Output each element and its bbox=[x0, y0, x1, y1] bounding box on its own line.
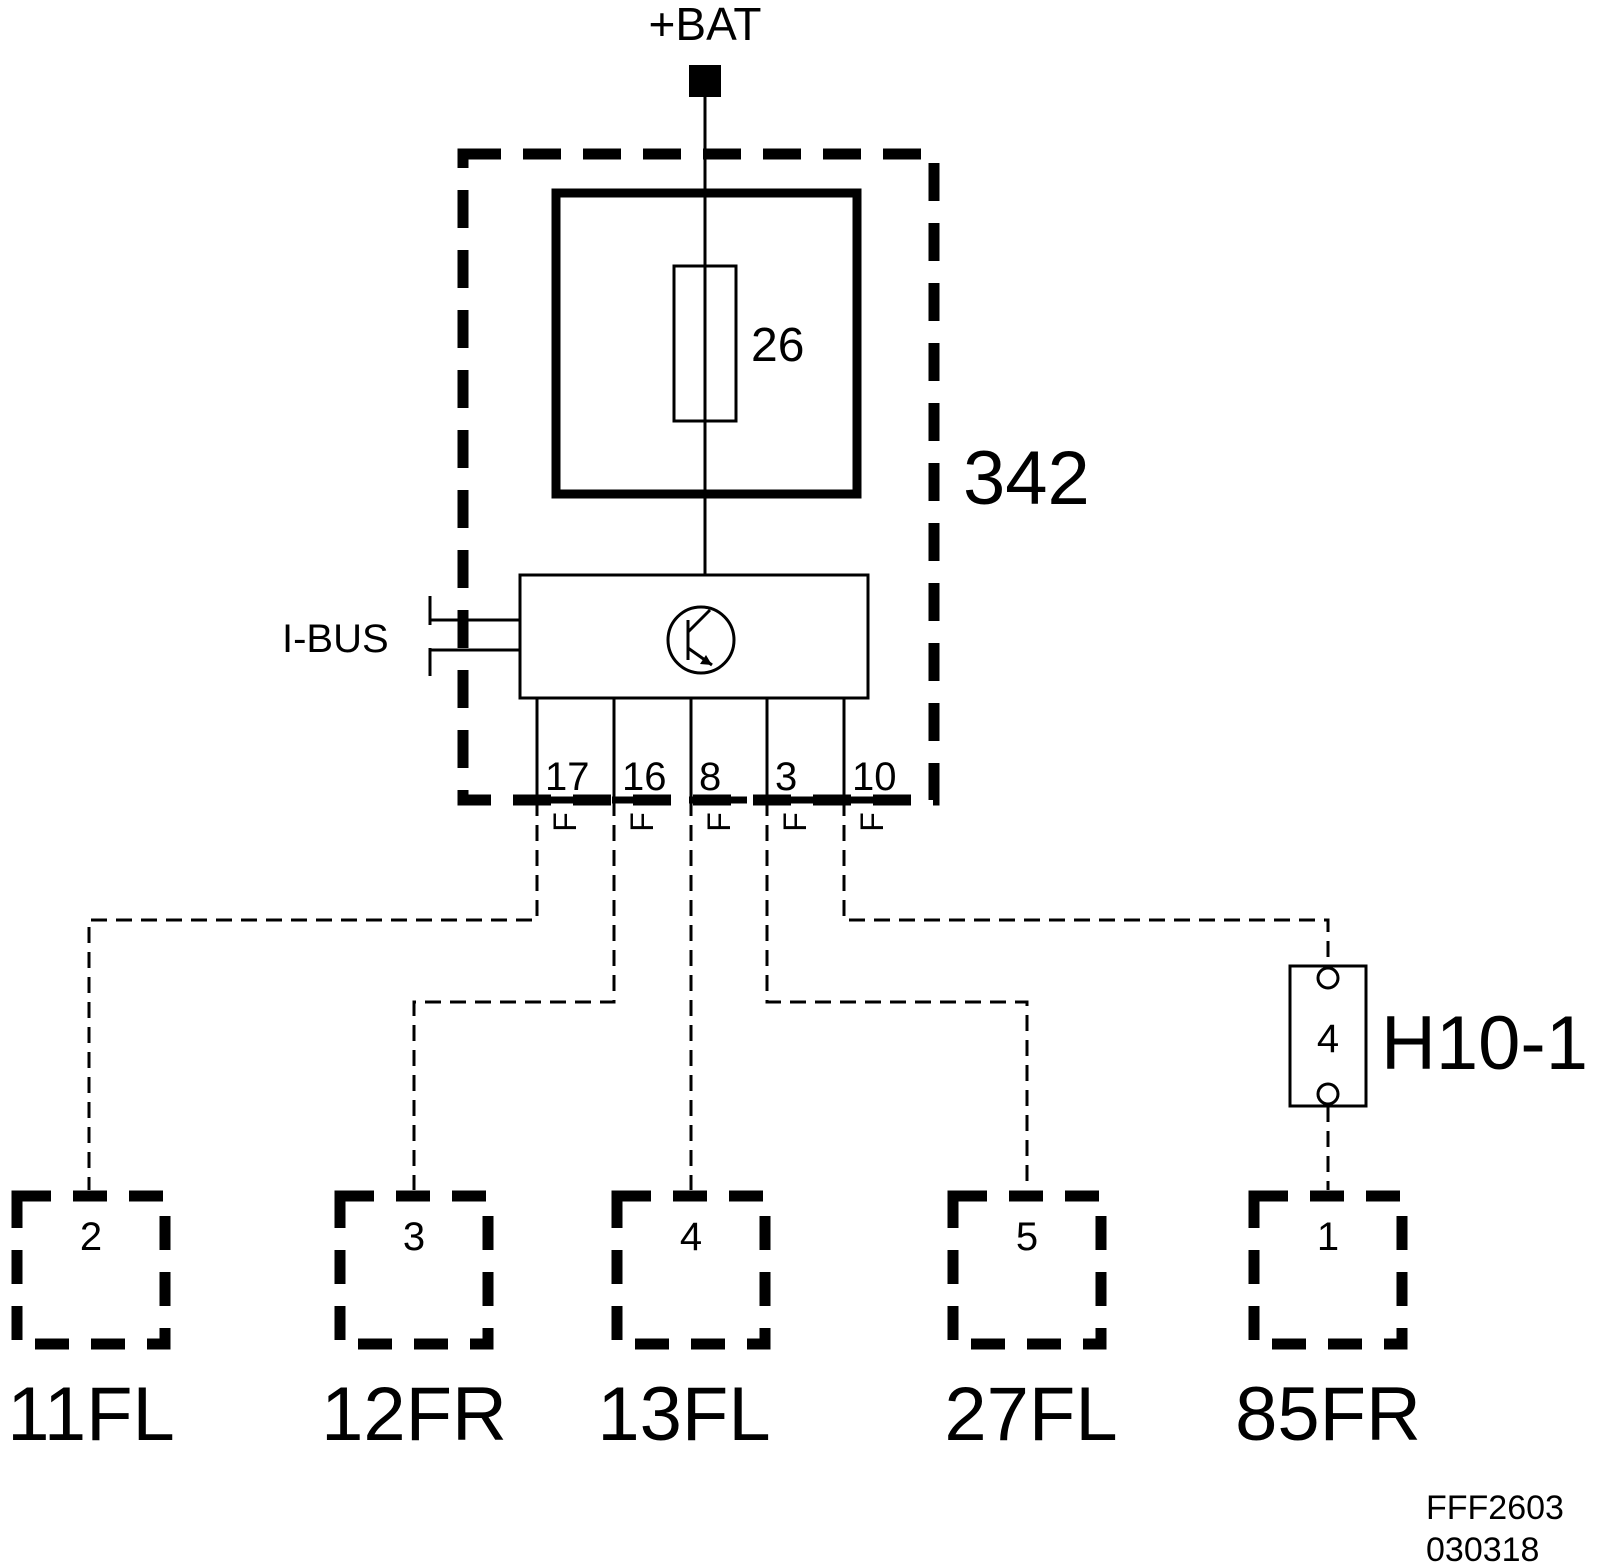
load-pin: 1 bbox=[1317, 1215, 1339, 1259]
load-27fl: 5 27FL bbox=[944, 1190, 1118, 1457]
pin-number: 10 bbox=[852, 755, 897, 799]
load-12fr: 3 12FR bbox=[321, 1190, 507, 1457]
load-boundary bbox=[1248, 1190, 1408, 1350]
load-boundary bbox=[11, 1190, 171, 1350]
load-pin: 3 bbox=[403, 1215, 425, 1259]
connector-pin: 4 bbox=[1317, 1017, 1339, 1061]
pin-number: 17 bbox=[545, 755, 590, 799]
control-unit-id: 342 bbox=[963, 436, 1090, 521]
load-85fr: 1 85FR bbox=[1235, 1190, 1421, 1457]
load-boundary bbox=[611, 1190, 771, 1350]
load-boundary bbox=[334, 1190, 494, 1350]
load-label: 12FR bbox=[321, 1372, 507, 1457]
wire-code: F bbox=[854, 812, 890, 832]
bus-connection bbox=[428, 596, 520, 676]
wire-to-h10-1 bbox=[842, 800, 1330, 968]
load-11fl: 2 11FL bbox=[7, 1190, 175, 1457]
drawing-code: FFF2603 bbox=[1426, 1489, 1564, 1527]
wire-code: F bbox=[547, 812, 583, 832]
load-pin: 2 bbox=[80, 1215, 102, 1259]
connector-terminal bbox=[1316, 966, 1340, 990]
wire-to-11fl bbox=[87, 800, 539, 1190]
bus-label: I-BUS bbox=[282, 617, 389, 661]
load-13fl: 4 13FL bbox=[597, 1190, 771, 1457]
load-boundary bbox=[947, 1190, 1107, 1350]
wire-code: F bbox=[624, 812, 660, 832]
control-unit-boundary bbox=[457, 148, 940, 806]
wire-code: F bbox=[777, 812, 813, 832]
supply-terminal bbox=[689, 65, 721, 97]
connector-terminal bbox=[1316, 1082, 1340, 1106]
transistor-symbol bbox=[666, 605, 736, 675]
fuse-number: 26 bbox=[751, 319, 804, 372]
wire-routes bbox=[87, 800, 1330, 1190]
connector-id: H10-1 bbox=[1381, 1001, 1588, 1086]
drawing-date: 030318 bbox=[1426, 1531, 1539, 1568]
output-pin: 8 F bbox=[689, 698, 747, 832]
fuse-box bbox=[551, 188, 862, 499]
load-label: 11FL bbox=[7, 1372, 175, 1457]
output-pin: 16 F bbox=[612, 698, 670, 832]
pin-number: 16 bbox=[622, 755, 667, 799]
load-label: 27FL bbox=[944, 1372, 1117, 1457]
load-pin: 5 bbox=[1016, 1215, 1038, 1259]
pin-number: 8 bbox=[699, 755, 721, 799]
output-pin: 10 F bbox=[842, 698, 900, 832]
pin-number: 3 bbox=[775, 755, 797, 799]
transistor-module bbox=[518, 573, 870, 700]
wire-to-27fl bbox=[765, 800, 1029, 1190]
output-pin: 17 F bbox=[535, 698, 593, 832]
supply-label: +BAT bbox=[649, 0, 762, 50]
load-pin: 4 bbox=[680, 1215, 702, 1259]
wire-to-12fr bbox=[412, 800, 616, 1190]
load-label: 13FL bbox=[597, 1372, 770, 1457]
load-label: 85FR bbox=[1235, 1372, 1421, 1457]
wire-code: F bbox=[701, 812, 737, 832]
output-pin: 3 F bbox=[765, 698, 823, 832]
